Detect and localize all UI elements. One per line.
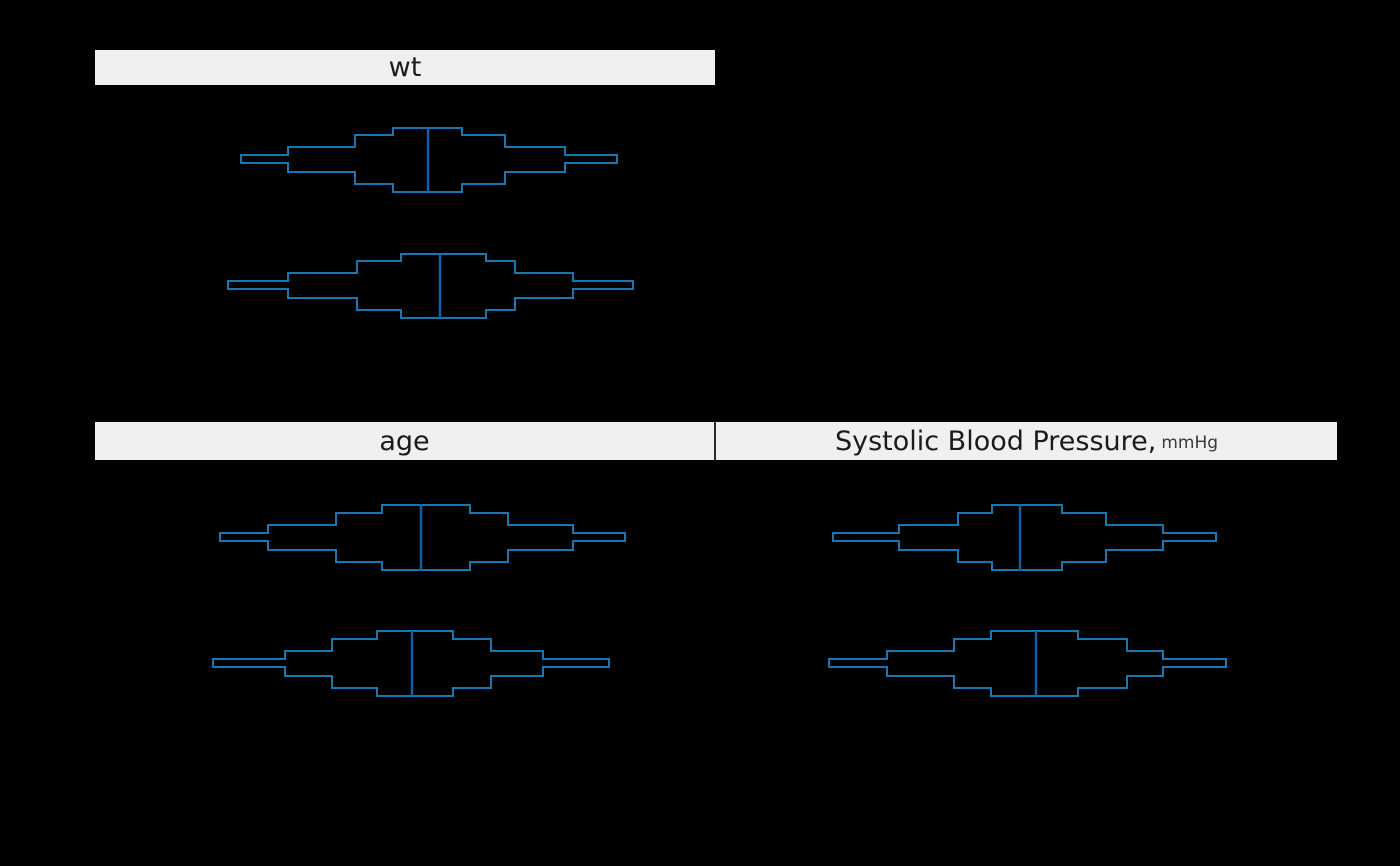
panel-sbp: [715, 460, 1400, 866]
panel-wt: [0, 0, 715, 410]
facet-strip-sbp: Systolic Blood Pressure, mmHg: [716, 422, 1337, 460]
facet-title-sbp-units: mmHg: [1161, 432, 1219, 453]
lv-box-whisker: [832, 504, 1217, 571]
facet-title-age-text: age: [379, 425, 430, 457]
lv-box-whisker: [212, 630, 610, 697]
facet-title-wt-text: wt: [388, 52, 422, 83]
facet-strip-age: age: [95, 422, 714, 460]
panel-age-svg: [212, 504, 626, 697]
boxen-group-age-1: [219, 504, 626, 571]
panel-sbp-svg: [828, 504, 1227, 697]
boxen-group-wt-2: [227, 253, 634, 319]
lv-box-whisker: [219, 504, 626, 571]
lv-box-whisker: [227, 253, 634, 319]
lv-box-whisker: [828, 630, 1227, 697]
boxen-group-age-2: [212, 630, 610, 697]
boxen-group-wt-1: [240, 127, 618, 193]
boxen-group-sbp-1: [832, 504, 1217, 571]
panel-wt-svg: [227, 127, 634, 319]
facet-strip-wt: wt: [95, 50, 715, 85]
facet-strip-divider: [714, 422, 716, 460]
boxen-group-sbp-2: [828, 630, 1227, 697]
facet-title-sbp-text: Systolic Blood Pressure,: [834, 425, 1157, 457]
panel-age: [0, 460, 715, 866]
lv-box-whisker: [240, 127, 618, 193]
panel-top-right-empty: [715, 0, 1400, 410]
